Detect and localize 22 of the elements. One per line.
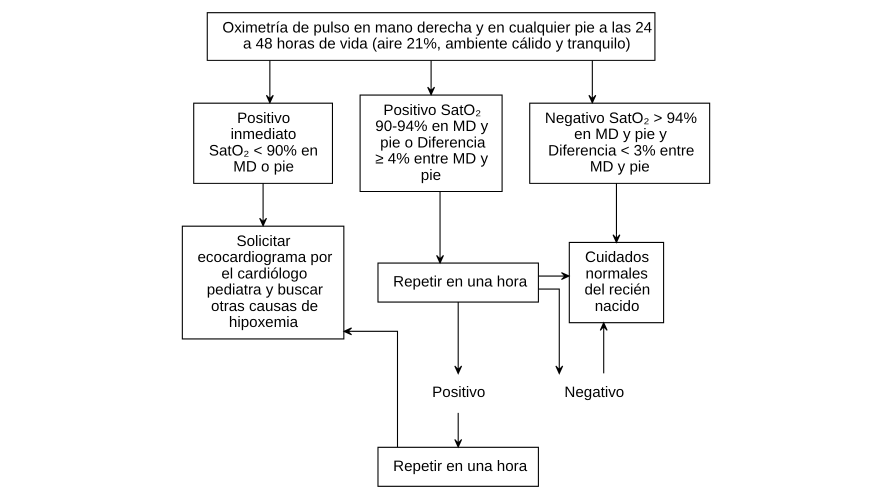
arrow bbox=[454, 302, 462, 374]
arrow bbox=[599, 322, 608, 374]
arrow bbox=[538, 288, 563, 374]
node-box: Positivo inmediato SatO₂ < 90% en MD o pie bbox=[192, 102, 332, 184]
arrow bbox=[612, 184, 620, 243]
node-box: Negativo SatO₂ > 94% en MD y pie y Diferencia < 3% entre MD y pie bbox=[528, 102, 710, 184]
arrow bbox=[454, 412, 462, 448]
node-box: Positivo SatO₂ 90-94% en MD y pie o Diferencia ≥ 4% entre MD y pie bbox=[359, 94, 502, 192]
node-box: Repetir en una hora bbox=[376, 262, 538, 303]
arrow bbox=[588, 60, 596, 104]
node-box: Cuidados normales del recién nacido bbox=[568, 242, 664, 324]
node-box: Oximetría de pulso en mano derecha y en cualquier pie a las 24 a 48 horas de vida (aire 21%, ambiente cálido y tranquilo) bbox=[206, 12, 655, 61]
arrow bbox=[436, 192, 444, 264]
node-text: Negativo bbox=[564, 384, 624, 402]
arrow bbox=[258, 184, 267, 226]
node-text: Positivo bbox=[432, 384, 485, 402]
arrow bbox=[265, 60, 274, 104]
arrow bbox=[426, 60, 435, 96]
arrow bbox=[538, 272, 570, 280]
arrow bbox=[342, 327, 398, 448]
node-box: Solicitar ecocardiograma por el cardiólogo pediatra y buscar otras causas de hipoxemia bbox=[181, 226, 344, 340]
node-box: Repetir en una hora bbox=[376, 446, 538, 487]
